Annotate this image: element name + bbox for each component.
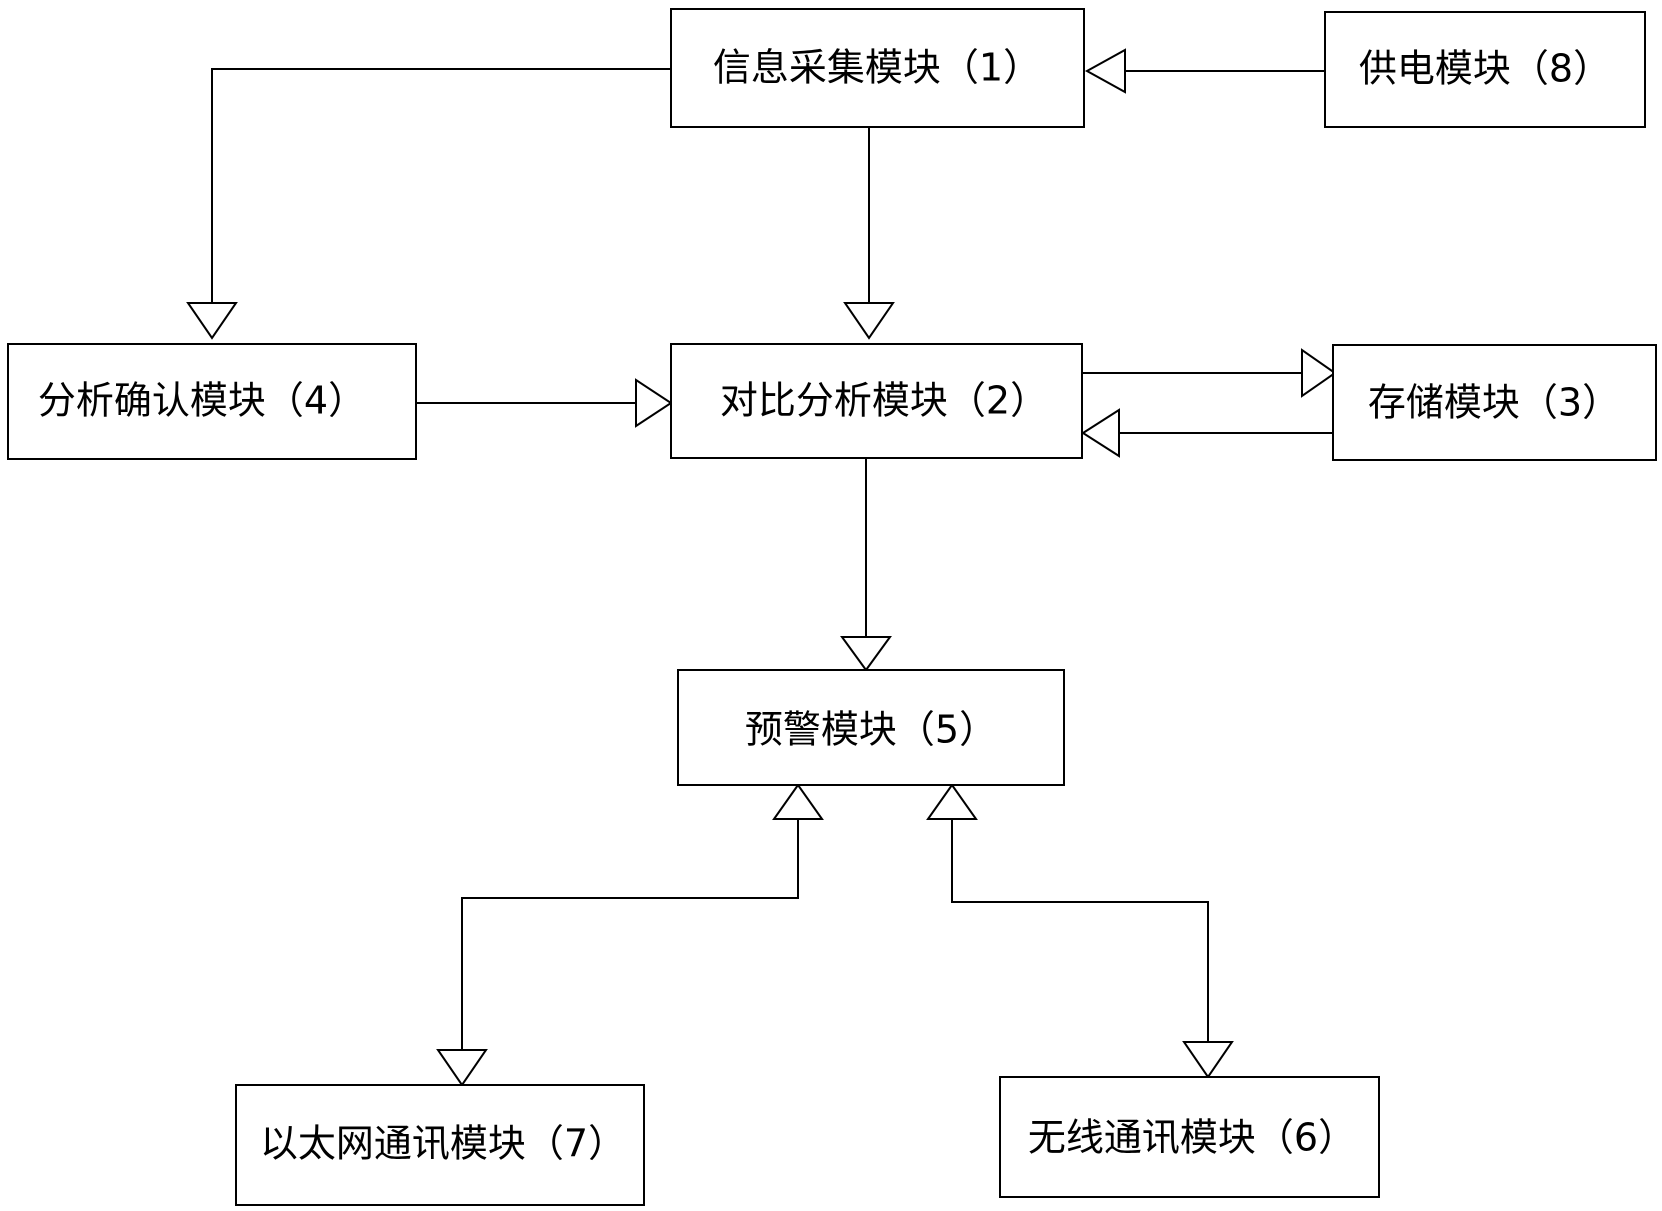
module-power-supply: 供电模块（8） (1324, 11, 1646, 128)
module-ethernet-communication: 以太网通讯模块（7） (235, 1084, 645, 1206)
arrowhead-into-compare-top (843, 302, 895, 340)
arrowhead-into-collection (1084, 48, 1126, 94)
arrowhead-into-ethernet (436, 1049, 488, 1087)
module-label: 信息采集模块（1） (713, 46, 1041, 90)
module-label: 预警模块（5） (745, 708, 997, 752)
arrowhead-into-warning (840, 636, 892, 672)
module-information-collection: 信息采集模块（1） (670, 8, 1085, 128)
arrowhead-into-compare-left (635, 378, 673, 428)
arrowhead-into-storage (1301, 348, 1337, 398)
module-analysis-confirmation: 分析确认模块（4） (7, 343, 417, 460)
module-label: 供电模块（8） (1359, 47, 1611, 91)
module-label: 存储模块（3） (1368, 381, 1620, 425)
connector-warning-to-wireless (951, 819, 1209, 1042)
arrowhead-into-compare-right (1081, 408, 1120, 458)
connector-warning-to-ethernet (461, 819, 799, 1050)
module-label: 对比分析模块（2） (720, 379, 1048, 423)
connector-collection-to-confirm (211, 68, 670, 303)
module-wireless-communication: 无线通讯模块（6） (999, 1076, 1380, 1198)
module-warning: 预警模块（5） (677, 669, 1065, 786)
arrowhead-up-from-wireless (926, 783, 978, 820)
module-label: 以太网通讯模块（7） (260, 1122, 626, 1166)
module-storage: 存储模块（3） (1332, 344, 1657, 461)
module-label: 无线通讯模块（6） (1028, 1116, 1356, 1160)
module-comparison-analysis: 对比分析模块（2） (670, 343, 1083, 459)
arrowhead-into-wireless (1182, 1041, 1234, 1079)
arrowhead-up-from-ethernet (772, 783, 824, 820)
module-label: 分析确认模块（4） (38, 379, 366, 423)
arrowhead-into-confirm (186, 302, 238, 340)
